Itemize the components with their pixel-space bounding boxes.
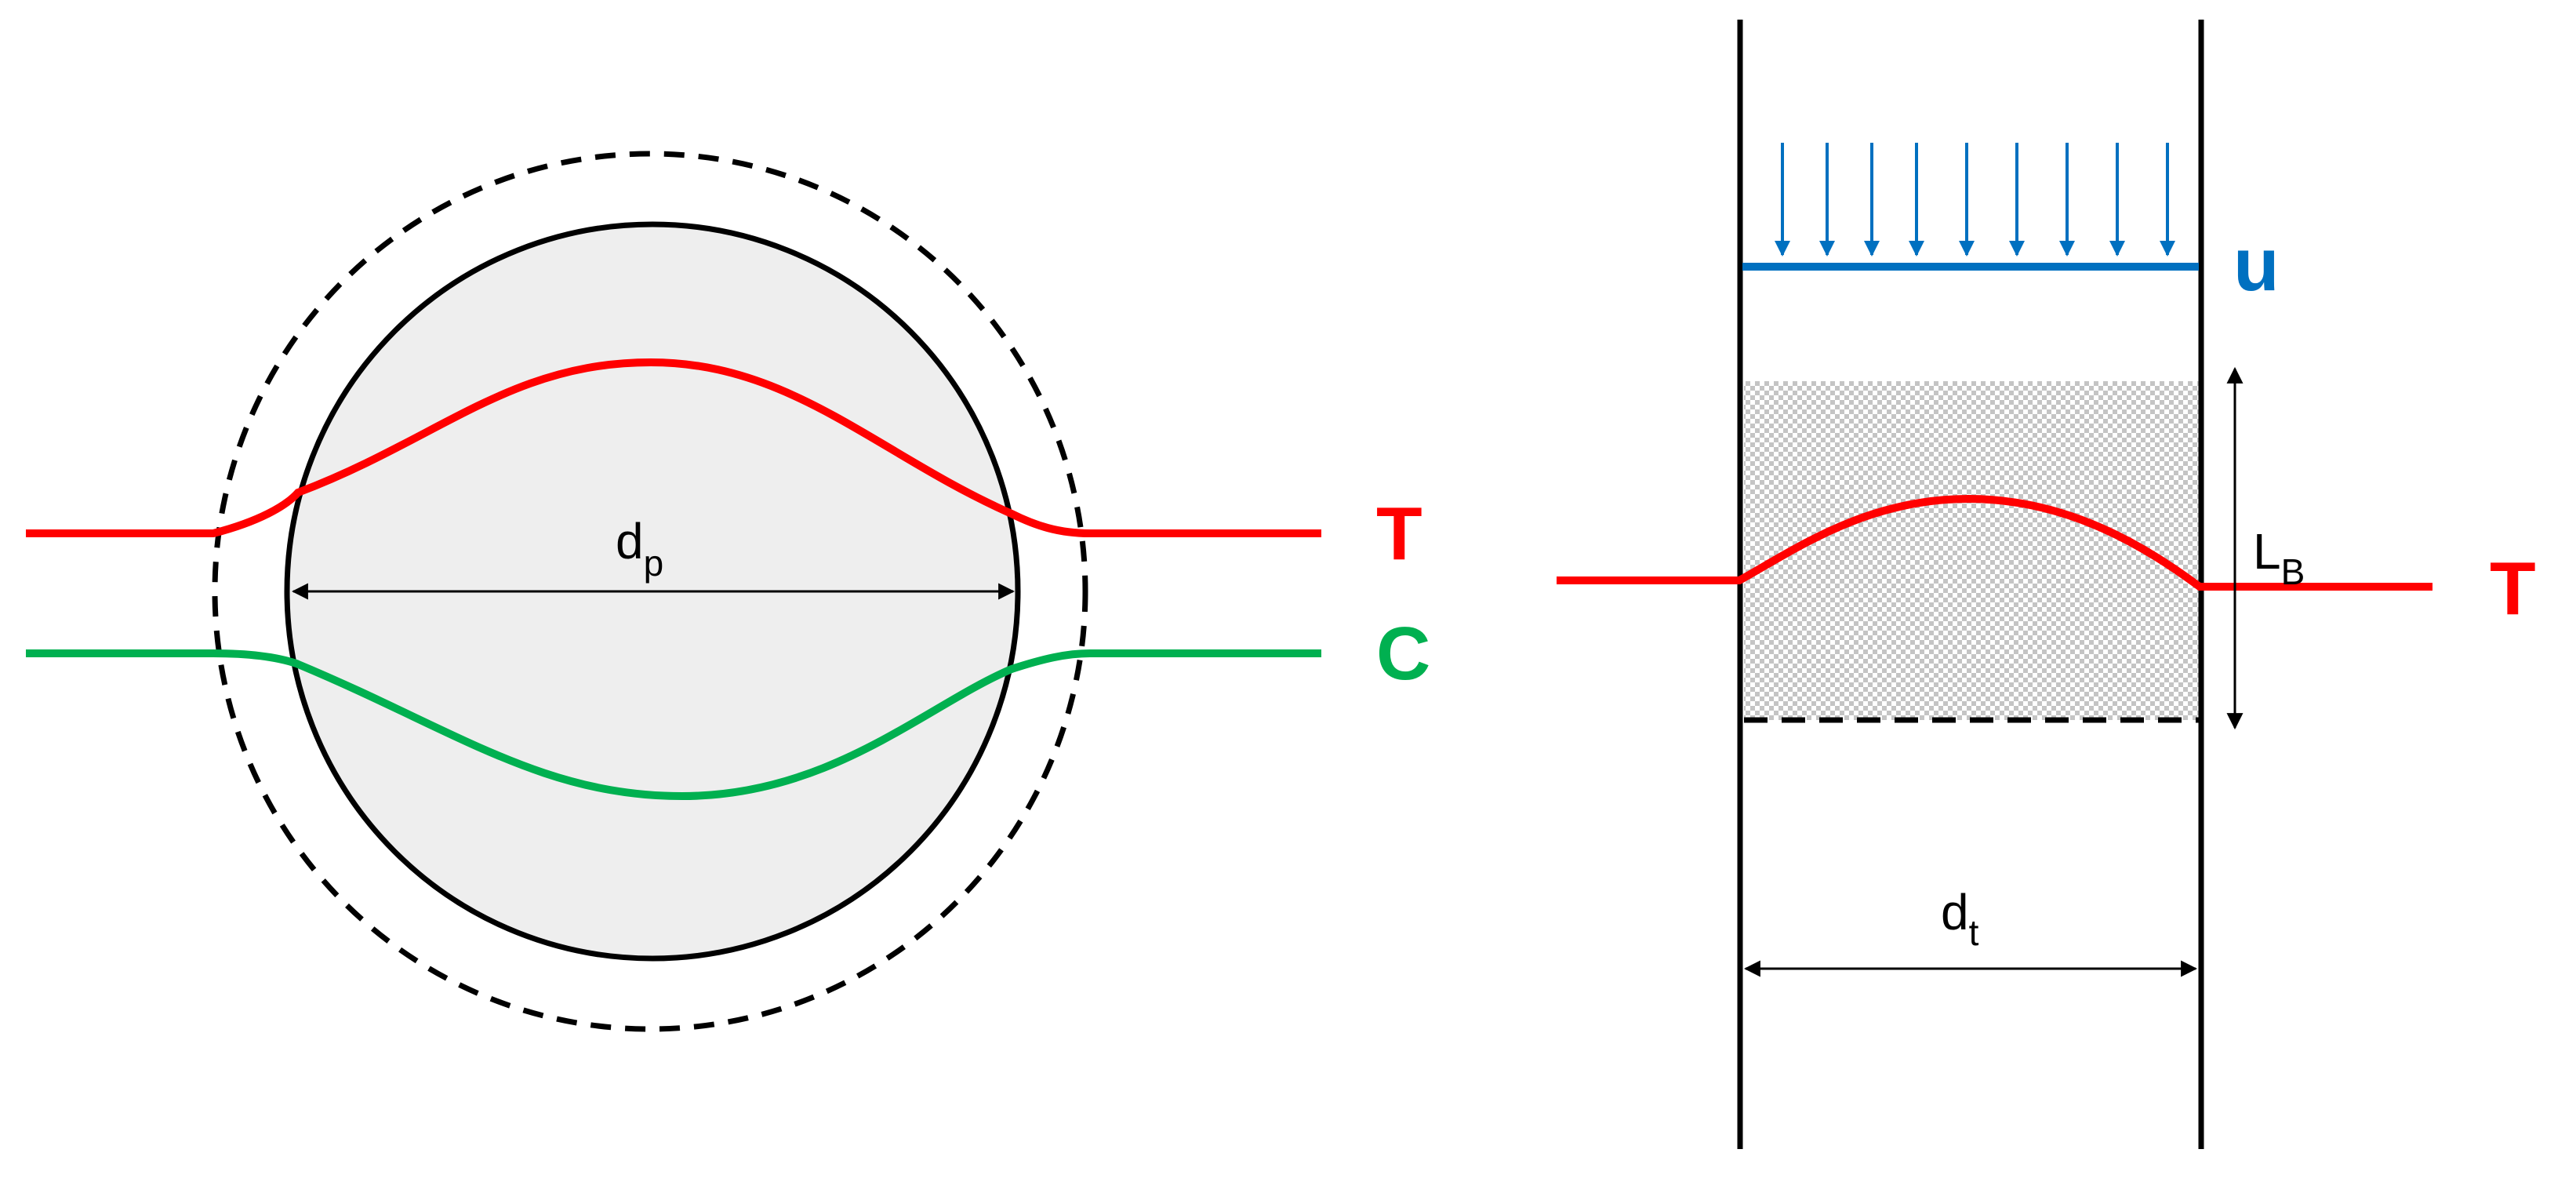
temperature-label-right: T (2490, 547, 2536, 631)
concentration-label-left: C (1376, 612, 1430, 696)
temperature-profile-bed (1557, 494, 2432, 591)
velocity-arrows (1775, 143, 2175, 256)
velocity-label: u (2233, 223, 2280, 307)
tube-diameter-label: dt (1941, 884, 1979, 953)
boundary-layer-circle (212, 151, 1088, 1032)
packed-bed-region (1744, 381, 2201, 720)
bed-length-label: LB (2253, 523, 2305, 592)
bed-panel: u LB T dt (1557, 20, 2536, 1149)
temperature-label-left: T (1376, 492, 1422, 576)
concentration-profile-particle (26, 649, 1321, 801)
temperature-profile-particle (26, 358, 1321, 537)
particle-panel: dp T C (26, 151, 1430, 1032)
particle-diameter-label: dp (616, 513, 663, 584)
